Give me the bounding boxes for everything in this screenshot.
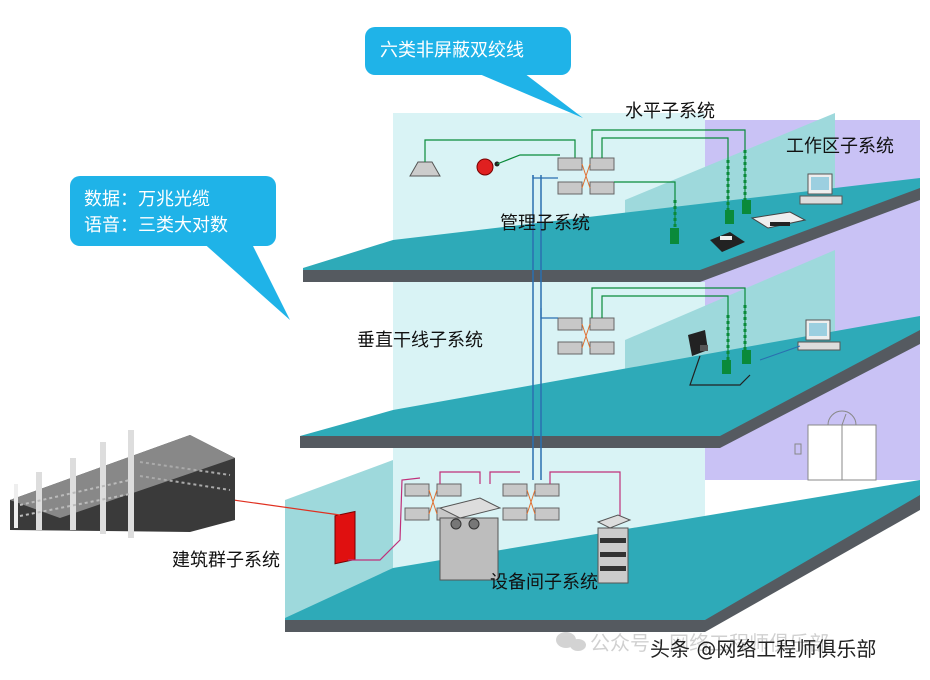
campus-distribution-panel: [334, 510, 356, 565]
patch-panel-floor3: [557, 157, 615, 195]
campus-building-icon: [10, 430, 235, 538]
backbone-callout-line2: 语音：三类大对数: [84, 215, 228, 236]
floor2-slab: [300, 316, 920, 440]
equipment-room-subsystem-label: 设备间子系统: [490, 572, 598, 593]
patch-panel-floor2: [557, 317, 615, 355]
outlet-f2-b: [722, 360, 731, 374]
backbone-callout-line1: 数据：万兆光缆: [84, 189, 210, 210]
computer-floor3-icon: [799, 173, 843, 205]
vertical-subsystem-label: 垂直干线子系统: [357, 330, 483, 351]
alarm-bell: [476, 158, 494, 176]
floor2-slab-edge: [300, 330, 920, 448]
pbx-cabinet-icon: [596, 514, 632, 584]
wechat-logo-icon: [556, 632, 586, 651]
patch-panel-floor1-right: [502, 483, 560, 521]
watermark-faded: 公众号 · 网络工程师俱乐部: [590, 631, 830, 655]
work-area-subsystem-label: 工作区子系统: [786, 136, 894, 157]
outlet-f3-b: [725, 210, 734, 224]
outlet-f3-c: [670, 228, 679, 244]
server-equipment-icon: [438, 497, 502, 581]
door-icon: [794, 410, 877, 481]
backbone-callout-bubble: [70, 176, 290, 320]
outlet-f2-a: [742, 350, 751, 364]
phone-icon: [710, 232, 745, 252]
outlet-f3-a: [742, 200, 751, 214]
horiz-cable-1: [591, 129, 746, 205]
horizontal-subsystem-label: 水平子系统: [625, 101, 715, 122]
speaker-cable: [424, 139, 576, 158]
ceiling-speaker: [409, 161, 441, 177]
cable-callout-text: 六类非屏蔽双绞线: [380, 40, 524, 61]
administration-subsystem-label: 管理子系统: [500, 213, 590, 234]
watermark-main: 头条 @网络工程师俱乐部: [650, 637, 877, 661]
computer-floor2-icon: [797, 319, 841, 351]
cable-callout-bubble: [365, 27, 583, 118]
camera-icon: [688, 330, 708, 356]
printer-icon: [750, 211, 807, 229]
campus-subsystem-label: 建筑群子系统: [172, 550, 280, 571]
floor3-slab-edge: [303, 188, 920, 282]
floor1-slab-edge: [285, 495, 920, 632]
